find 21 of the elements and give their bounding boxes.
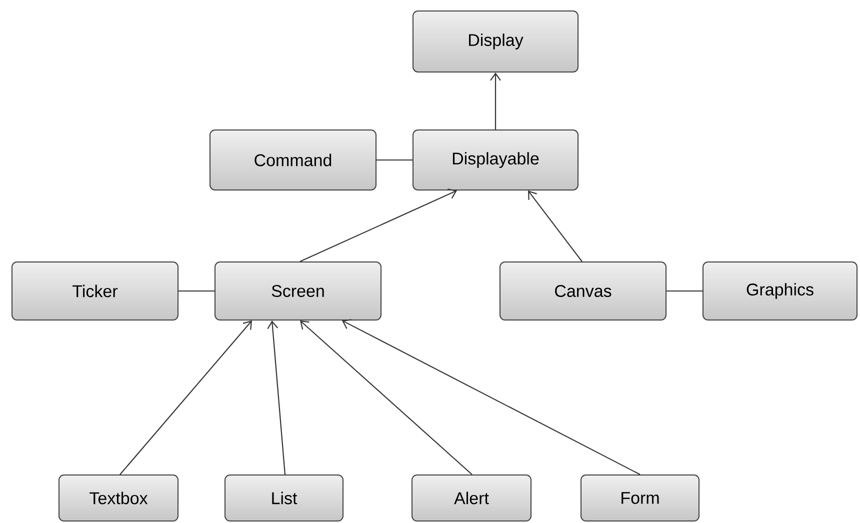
connector-line <box>666 290 702 292</box>
arrow <box>300 320 472 475</box>
arrow <box>267 320 286 475</box>
class-box: Screen <box>214 262 382 320</box>
connector-line <box>376 159 412 161</box>
class-box: Displayable <box>412 130 578 190</box>
arrow <box>528 190 582 262</box>
class-box: List <box>224 474 344 522</box>
class-box: Graphics <box>702 262 858 320</box>
class-box: Alert <box>412 474 532 522</box>
arrow <box>342 319 640 475</box>
class-box: Form <box>580 474 700 522</box>
class-box: Ticker <box>12 262 178 320</box>
connector-line <box>178 290 214 292</box>
class-box: Command <box>210 130 376 190</box>
class-box: Canvas <box>500 262 666 320</box>
class-box: Display <box>412 10 578 72</box>
arrow <box>490 72 501 130</box>
arrow <box>120 320 252 475</box>
class-box: Textbox <box>58 474 178 522</box>
arrow <box>300 188 457 262</box>
